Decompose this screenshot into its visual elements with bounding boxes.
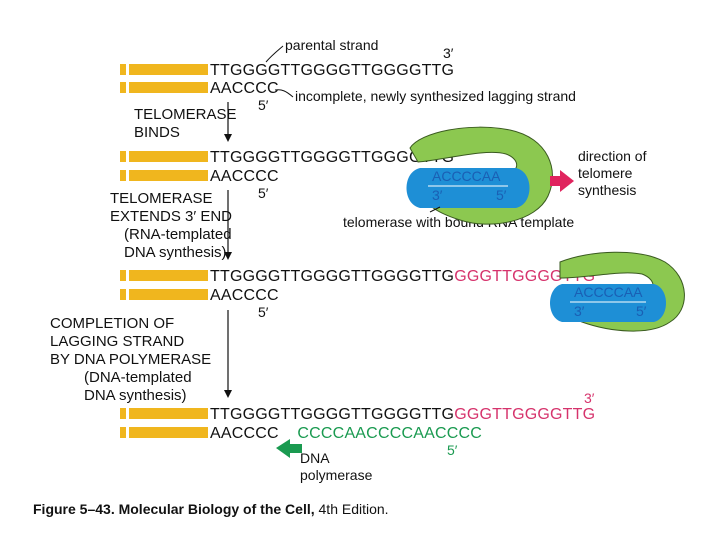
step-telomerase-extends-sub: (RNA-templated DNA synthesis) bbox=[124, 226, 232, 261]
dna-bar-bottom bbox=[120, 427, 208, 438]
incomplete-strand-label: incomplete, newly synthesized lagging st… bbox=[295, 88, 576, 104]
step-telomerase-extends: TELOMERASE EXTENDS 3′ END (RNA-templated… bbox=[110, 190, 232, 262]
dna-bar-gap bbox=[126, 266, 129, 304]
figure-caption-main: Figure 5–43. Molecular Biology of the Ce… bbox=[33, 501, 315, 517]
figure-caption: Figure 5–43. Molecular Biology of the Ce… bbox=[33, 501, 389, 517]
step-completion-title: COMPLETION OF LAGGING STRAND BY DNA POLY… bbox=[50, 315, 212, 368]
dna-bar-top bbox=[120, 64, 208, 75]
three-prime-end: 3′ bbox=[443, 45, 454, 61]
template-five-prime: 5′ bbox=[636, 303, 647, 319]
polymerase-fill-sequence: CCCCAACCCCAACCCC bbox=[297, 425, 482, 442]
parental-sequence: TTGGGGTTGGGGTTGGGGTTG bbox=[210, 406, 455, 423]
parental-sequence: TTGGGGTTGGGGTTGGGGTTG bbox=[210, 268, 455, 285]
direction-of-synthesis-label: direction of telomere synthesis bbox=[578, 148, 647, 198]
telomerase-row3 bbox=[550, 251, 685, 332]
template-five-prime: 5′ bbox=[496, 187, 507, 203]
dna-bar-gap bbox=[126, 147, 129, 185]
rna-template-sequence: ACCCCAA bbox=[574, 284, 643, 300]
step-completion-sub: (DNA-templated DNA synthesis) bbox=[84, 369, 192, 404]
dna-bar-bottom bbox=[120, 170, 208, 181]
step-arrow-3 bbox=[224, 310, 232, 398]
dna-bar-bottom bbox=[120, 82, 208, 93]
figure-caption-edition: 4th Edition. bbox=[318, 501, 389, 517]
step-telomerase-binds: TELOMERASE BINDS bbox=[134, 106, 237, 141]
dna-bar-top bbox=[120, 408, 208, 419]
lagging-sequence: AACCCC bbox=[210, 168, 279, 185]
parental-leader-line bbox=[265, 45, 284, 63]
five-prime-end: 5′ bbox=[258, 185, 269, 201]
lagging-sequence: AACCCC bbox=[210, 287, 279, 304]
red-direction-arrow bbox=[550, 170, 574, 192]
five-prime-end: 5′ bbox=[258, 97, 269, 113]
lagging-sequence: AACCCC bbox=[210, 425, 279, 442]
polymerase-direction-arrow bbox=[276, 439, 302, 458]
parental-sequence: TTGGGGTTGGGGTTGGGGTTG bbox=[210, 62, 455, 79]
lagging-sequence: AACCCC bbox=[210, 80, 279, 97]
dna-bar-gap bbox=[126, 60, 129, 98]
parental-sequence: TTGGGGTTGGGGTTGGGGTTG bbox=[210, 149, 455, 166]
step-arrow-2 bbox=[224, 190, 232, 260]
dna-bar-top bbox=[120, 270, 208, 281]
three-prime-end: 3′ bbox=[584, 390, 595, 406]
lagging-sequence-row4: AACCCC CCCCAACCCCAACCCC bbox=[210, 425, 482, 443]
rna-template-sequence: ACCCCAA bbox=[432, 168, 501, 184]
telomerase-row2 bbox=[406, 126, 553, 225]
extension-sequence: GGGTTGGGGTTG bbox=[454, 406, 596, 423]
step-telomerase-extends-title: TELOMERASE EXTENDS 3′ END bbox=[110, 190, 233, 225]
incomplete-leader-line bbox=[274, 89, 294, 98]
template-three-prime: 3′ bbox=[432, 187, 443, 203]
parental-strand-label: parental strand bbox=[285, 37, 379, 53]
template-three-prime: 3′ bbox=[574, 303, 585, 319]
parental-sequence-row4: TTGGGGTTGGGGTTGGGGTTGGGGTTGGGGTTG bbox=[210, 406, 595, 424]
dna-bar-gap bbox=[126, 404, 129, 442]
dna-bar-top bbox=[120, 151, 208, 162]
dna-bar-bottom bbox=[120, 289, 208, 300]
five-prime-end-new: 5′ bbox=[447, 442, 458, 458]
dna-polymerase-label: DNA polymerase bbox=[300, 450, 373, 483]
step-completion-lagging: COMPLETION OF LAGGING STRAND BY DNA POLY… bbox=[50, 315, 211, 405]
telomerase-label-leader bbox=[429, 206, 441, 213]
step-arrow-1 bbox=[224, 102, 232, 142]
five-prime-end: 5′ bbox=[258, 304, 269, 320]
